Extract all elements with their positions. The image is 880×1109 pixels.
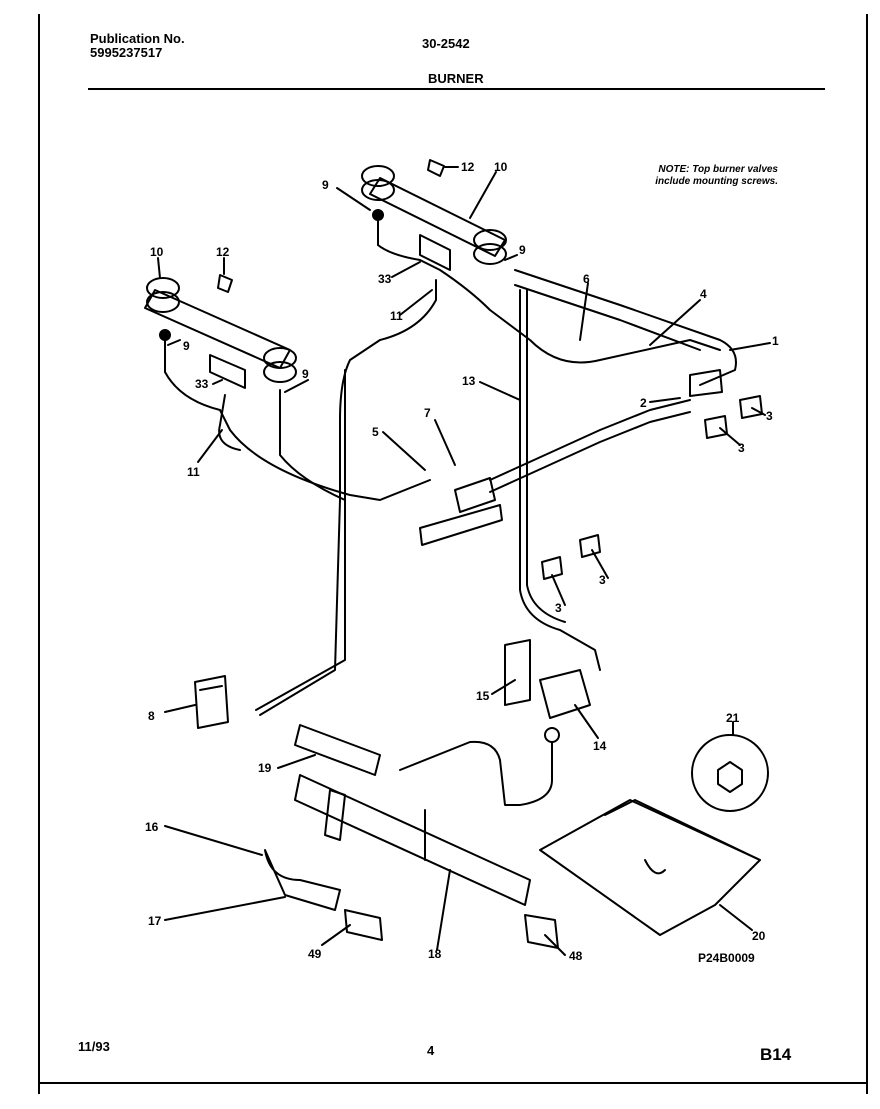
orifice-nut-21 <box>717 761 743 793</box>
callout-48: 48 <box>569 949 583 963</box>
callout-9-rear-left: 9 <box>322 178 329 192</box>
diagram-note: NOTE: Top burner valves include mounting… <box>628 164 778 188</box>
valve-knob-clip-3d <box>541 556 563 580</box>
callout-6: 6 <box>583 272 590 286</box>
callout-10-rear: 10 <box>494 160 508 174</box>
model-number: 30-2542 <box>422 36 470 51</box>
page-frame <box>38 14 868 1094</box>
rear-left-burner-head <box>361 165 395 187</box>
supply-tube-13 <box>519 289 601 671</box>
callout-21: 21 <box>726 711 740 725</box>
callout-3-right-bottom: 3 <box>738 441 745 455</box>
callout-33-rear: 33 <box>378 272 392 286</box>
burner-clip-49 <box>344 909 383 941</box>
callout-9-front-left: 9 <box>183 339 190 353</box>
header-rule <box>88 88 825 90</box>
callout-3-center-left: 3 <box>555 601 562 615</box>
manifold-pipe <box>489 399 691 481</box>
manifold-rail <box>514 269 737 386</box>
callout-20: 20 <box>752 929 766 943</box>
callout-17: 17 <box>148 914 162 928</box>
callout-49: 49 <box>308 947 322 961</box>
callout-9-front-right: 9 <box>302 367 309 381</box>
callout-3-center-right: 3 <box>599 573 606 587</box>
callout-19: 19 <box>258 761 272 775</box>
callout-33-front: 33 <box>195 377 209 391</box>
callout-2: 2 <box>640 396 647 410</box>
rear-burner-bracket <box>369 177 506 257</box>
front-clip-12 <box>217 274 233 293</box>
rear-clip-12 <box>427 159 445 177</box>
rear-bracket-clip <box>419 234 451 271</box>
callout-3-right-top: 3 <box>766 409 773 423</box>
diagram-code: P24B0009 <box>698 951 755 965</box>
valve-knob-clip-3a <box>739 395 763 419</box>
ignition-switch-8 <box>194 675 229 729</box>
callout-4: 4 <box>700 287 707 301</box>
front-left-burner-head <box>146 277 180 299</box>
front-right-burner-head <box>263 347 297 369</box>
front-burner-bracket <box>144 289 291 369</box>
footer-date: 11/93 <box>78 1039 110 1054</box>
valve-knob-clip-3c <box>579 534 601 558</box>
callout-12-rear: 12 <box>461 160 475 174</box>
burner-baffle-20 <box>539 799 761 936</box>
publication-number: 5995237517 <box>90 45 163 60</box>
valve-knob-clip-3b <box>704 415 728 439</box>
callout-11-front: 11 <box>187 465 200 479</box>
callout-10-front: 10 <box>150 245 164 259</box>
callout-7: 7 <box>424 406 431 420</box>
section-title: BURNER <box>428 71 484 86</box>
detail-circle-21 <box>691 734 769 812</box>
note-line-1: NOTE: Top burner valves <box>658 164 778 175</box>
oven-burner-18 <box>294 774 531 906</box>
rear-gas-tube <box>377 244 721 364</box>
oven-pilot-19 <box>294 724 381 776</box>
callout-12-front: 12 <box>216 245 230 259</box>
callout-11-rear: 11 <box>390 309 403 323</box>
callout-5: 5 <box>372 425 379 439</box>
page-frame-bottom <box>38 1082 866 1084</box>
callout-13: 13 <box>462 374 476 388</box>
oven-burner-orifice <box>324 789 346 841</box>
publication-label: Publication No. <box>90 31 185 46</box>
pilot-tube-11 <box>259 279 437 716</box>
top-burner-valve-right <box>689 369 723 397</box>
footer-page: 4 <box>427 1043 435 1058</box>
callout-9-rear-right: 9 <box>519 243 526 257</box>
note-line-2: include mounting screws. <box>655 176 778 187</box>
callout-15: 15 <box>476 689 490 703</box>
regulator-bracket-15 <box>504 639 531 706</box>
pressure-regulator-14 <box>539 669 591 719</box>
burner-bracket-17 <box>264 849 341 911</box>
front-gas-tube <box>164 371 431 501</box>
footer-code: B14 <box>760 1045 792 1064</box>
callout-18: 18 <box>428 947 442 961</box>
callout-1: 1 <box>772 334 779 348</box>
front-bracket-clip <box>209 354 246 389</box>
rear-right-burner-head <box>473 229 507 251</box>
oven-supply-tube <box>399 740 553 806</box>
callout-8: 8 <box>148 709 155 723</box>
callout-14: 14 <box>593 739 607 753</box>
callout-16: 16 <box>145 820 159 834</box>
valve-bracket <box>419 504 503 546</box>
top-burner-valve-left <box>454 477 496 513</box>
